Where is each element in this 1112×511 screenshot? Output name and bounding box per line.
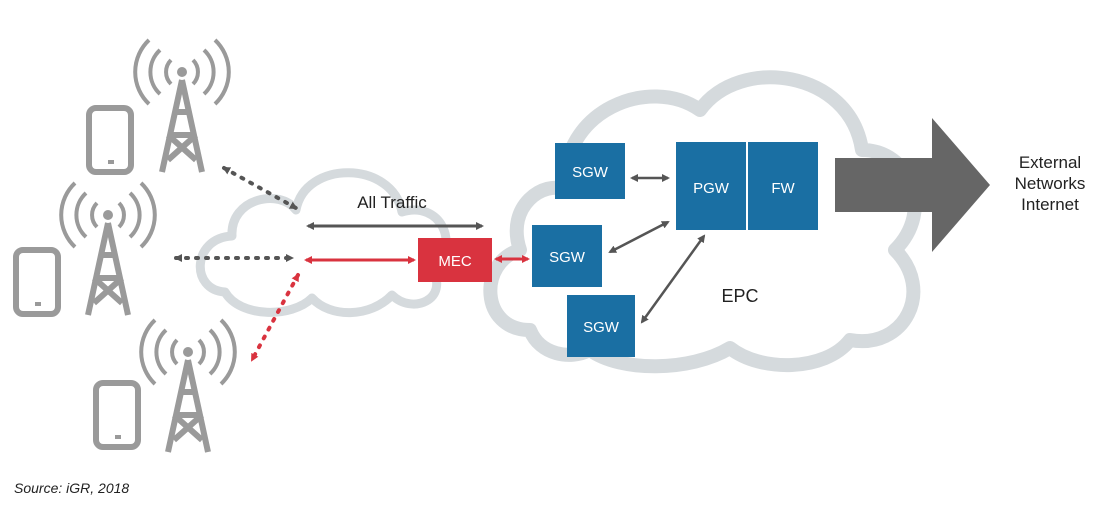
sgw-label: SGW xyxy=(583,319,620,336)
device-group-top xyxy=(86,38,231,175)
sgw-label: SGW xyxy=(549,249,586,266)
sgw-pgw-link-middle xyxy=(608,220,670,254)
mec-label: MEC xyxy=(438,253,472,270)
edge-cloud-icon xyxy=(195,168,451,318)
sgw-label: SGW xyxy=(572,164,609,181)
smartphone-icon xyxy=(86,105,134,175)
epc-cloud-icon xyxy=(483,70,922,374)
smartphone-icon xyxy=(13,247,61,317)
pgw-label: PGW xyxy=(693,180,730,197)
device-group-bottom xyxy=(93,318,237,453)
external-networks-label: External Networks Internet xyxy=(990,152,1110,215)
external-label-line1: External xyxy=(1018,153,1082,172)
external-label-line2: Networks xyxy=(1014,174,1086,193)
external-arrow-icon xyxy=(835,118,990,252)
cell-tower-icon xyxy=(139,318,237,453)
cell-tower-icon xyxy=(59,181,157,316)
mec-node: MEC xyxy=(418,238,492,282)
pgw-node: PGW xyxy=(676,142,746,230)
sgw-node-top: SGW xyxy=(555,143,625,199)
sgw-node-middle: SGW xyxy=(532,225,602,287)
all-traffic-label: All Traffic xyxy=(357,193,427,212)
smartphone-icon xyxy=(93,380,141,450)
radio-link-bottom xyxy=(250,273,300,362)
external-label-line3: Internet xyxy=(1021,195,1079,214)
epc-label: EPC xyxy=(721,286,758,306)
source-caption: Source: iGR, 2018 xyxy=(14,480,130,496)
radio-link-top xyxy=(222,166,298,210)
cell-tower-icon xyxy=(133,38,231,173)
sgw-node-bottom: SGW xyxy=(567,295,635,357)
device-group-middle xyxy=(13,181,157,317)
sgw-pgw-link-bottom xyxy=(640,234,706,324)
fw-label: FW xyxy=(771,180,795,197)
fw-node: FW xyxy=(748,142,818,230)
